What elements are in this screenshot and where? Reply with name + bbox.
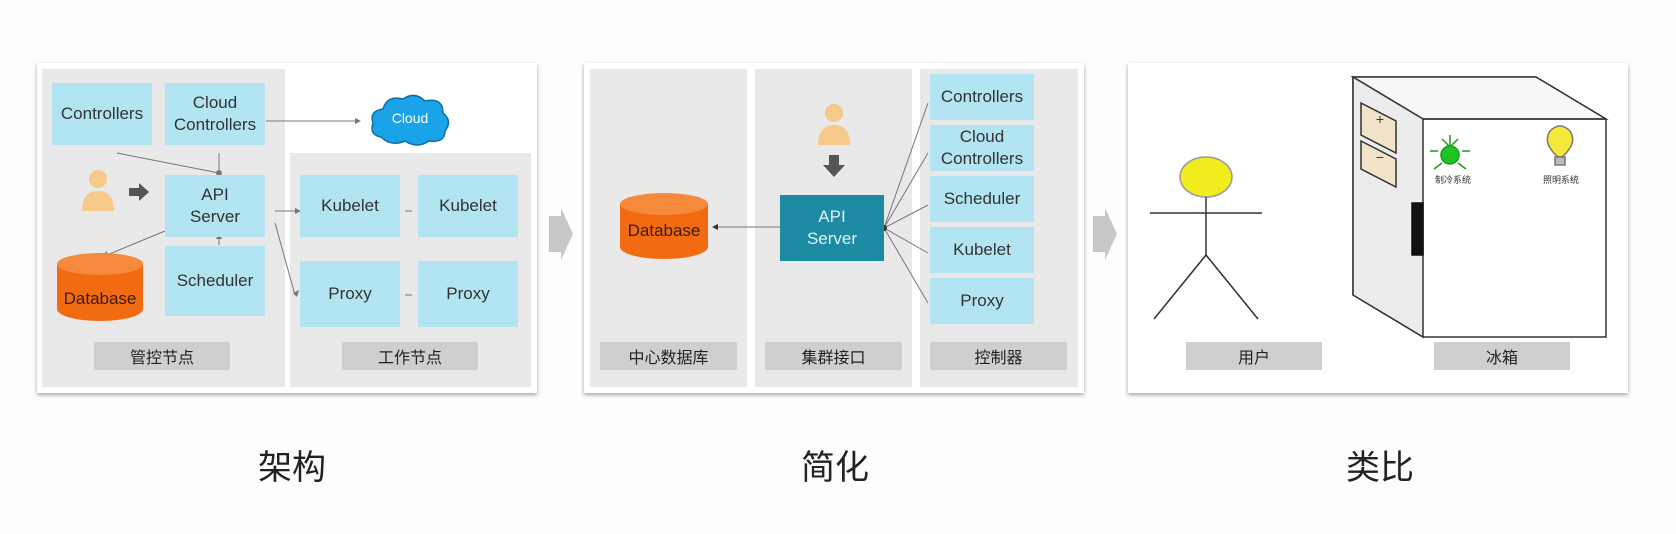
kubelet-node-1: Kubelet bbox=[300, 175, 400, 237]
transition-arrow-icon bbox=[1093, 208, 1117, 260]
kubelet-node: Kubelet bbox=[930, 227, 1034, 273]
database-label: Database bbox=[63, 289, 137, 308]
simplified-panel: API Server Database Controllers Cloud Co… bbox=[584, 63, 1084, 393]
cloud-controllers-node: Cloud Controllers bbox=[165, 83, 265, 145]
fridge-label: 冰箱 bbox=[1434, 342, 1570, 370]
analogy-panel: + − 制冷系统 照明系统 用户 冰箱 bbox=[1128, 63, 1628, 393]
architecture-connectors bbox=[101, 118, 412, 297]
controllers-node: Controllers bbox=[52, 83, 152, 145]
arrow-right-icon bbox=[129, 183, 151, 201]
database-node: Database bbox=[57, 253, 143, 321]
control-plane-label: 管控节点 bbox=[94, 342, 230, 370]
user-icon bbox=[817, 103, 851, 145]
kubelet-node-2: Kubelet bbox=[418, 175, 518, 237]
transition-arrow-icon bbox=[549, 208, 573, 260]
proxy-node-1: Proxy bbox=[300, 261, 400, 327]
plus-label: + bbox=[1375, 111, 1385, 127]
central-db-label: 中心数据库 bbox=[600, 342, 737, 370]
scheduler-node: Scheduler bbox=[165, 246, 265, 316]
user-icon bbox=[81, 169, 115, 211]
analogy-caption: 类比 bbox=[1346, 448, 1414, 488]
cloud-icon: Cloud bbox=[367, 91, 453, 147]
architecture-panel: Controllers Cloud Controllers Cloud API … bbox=[37, 63, 537, 393]
cooling-system-label: 制冷系统 bbox=[1434, 176, 1471, 186]
proxy-node-2: Proxy bbox=[418, 261, 518, 327]
database-node: Database bbox=[620, 193, 708, 259]
worker-node-label: 工作节点 bbox=[342, 342, 478, 370]
minus-label: − bbox=[1375, 149, 1385, 165]
database-label: Database bbox=[627, 221, 701, 240]
controllers-label: 控制器 bbox=[930, 342, 1067, 370]
proxy-node: Proxy bbox=[930, 278, 1034, 324]
scheduler-node: Scheduler bbox=[930, 176, 1034, 222]
cloud-controllers-node: Cloud Controllers bbox=[930, 125, 1034, 171]
arrow-down-icon bbox=[823, 155, 845, 177]
architecture-caption: 架构 bbox=[258, 448, 326, 488]
api-server-node: API Server bbox=[780, 195, 884, 261]
controllers-node: Controllers bbox=[930, 74, 1034, 120]
api-server-node: API Server bbox=[165, 175, 265, 237]
cluster-api-label: 集群接口 bbox=[765, 342, 902, 370]
cloud-label: Cloud bbox=[391, 110, 429, 126]
fridge-drawing bbox=[1350, 75, 1609, 339]
user-label: 用户 bbox=[1186, 342, 1322, 370]
stick-figure bbox=[1150, 156, 1262, 320]
analogy-drawing bbox=[1150, 75, 1609, 339]
lighting-system-label: 照明系统 bbox=[1542, 176, 1579, 186]
simplified-caption: 简化 bbox=[801, 448, 869, 488]
